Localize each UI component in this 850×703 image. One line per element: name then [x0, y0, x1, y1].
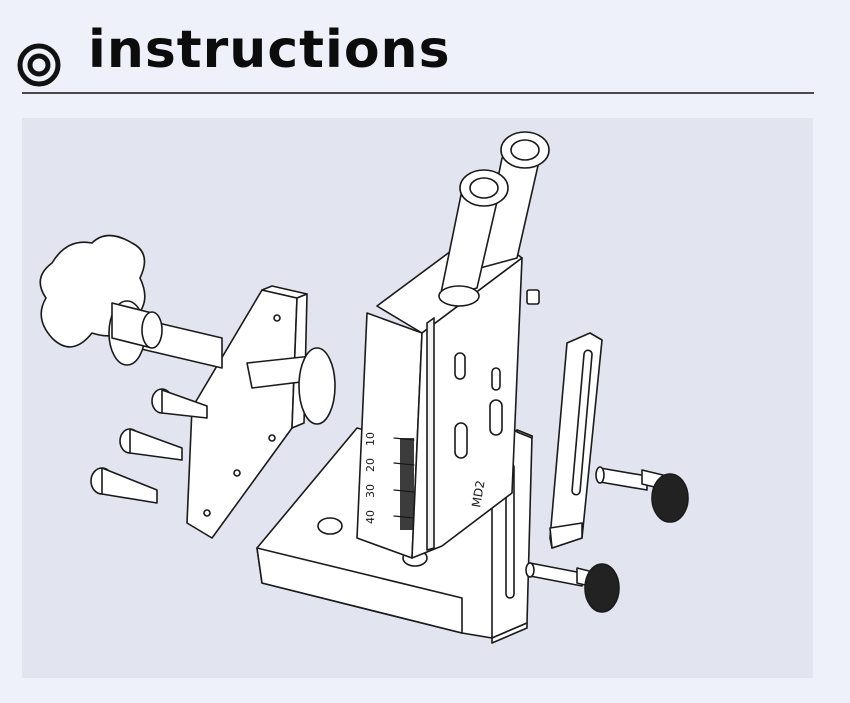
divider — [22, 92, 814, 94]
header: instructions — [0, 0, 850, 100]
mark-label: MD2 — [469, 479, 488, 508]
circle-bullet-icon — [17, 43, 61, 87]
small-screws — [90, 388, 208, 504]
scale-label-40: 40 — [364, 510, 377, 524]
thumb-screws — [525, 466, 689, 613]
scale-label-30: 30 — [364, 484, 377, 498]
main-block — [356, 227, 540, 559]
side-bracket — [549, 332, 603, 549]
figure-panel: 10 20 30 40 MD2 — [22, 118, 813, 678]
scale-labels: 10 20 30 40 MD2 — [364, 432, 488, 524]
guide-tubes — [438, 131, 550, 307]
clamp-knob — [39, 234, 223, 369]
scale-label-20: 20 — [364, 458, 377, 472]
assembly-illustration: 10 20 30 40 MD2 — [39, 131, 689, 644]
page-title: instructions — [88, 20, 451, 80]
pressure-pad — [246, 347, 336, 425]
scale-label-10: 10 — [364, 432, 377, 446]
